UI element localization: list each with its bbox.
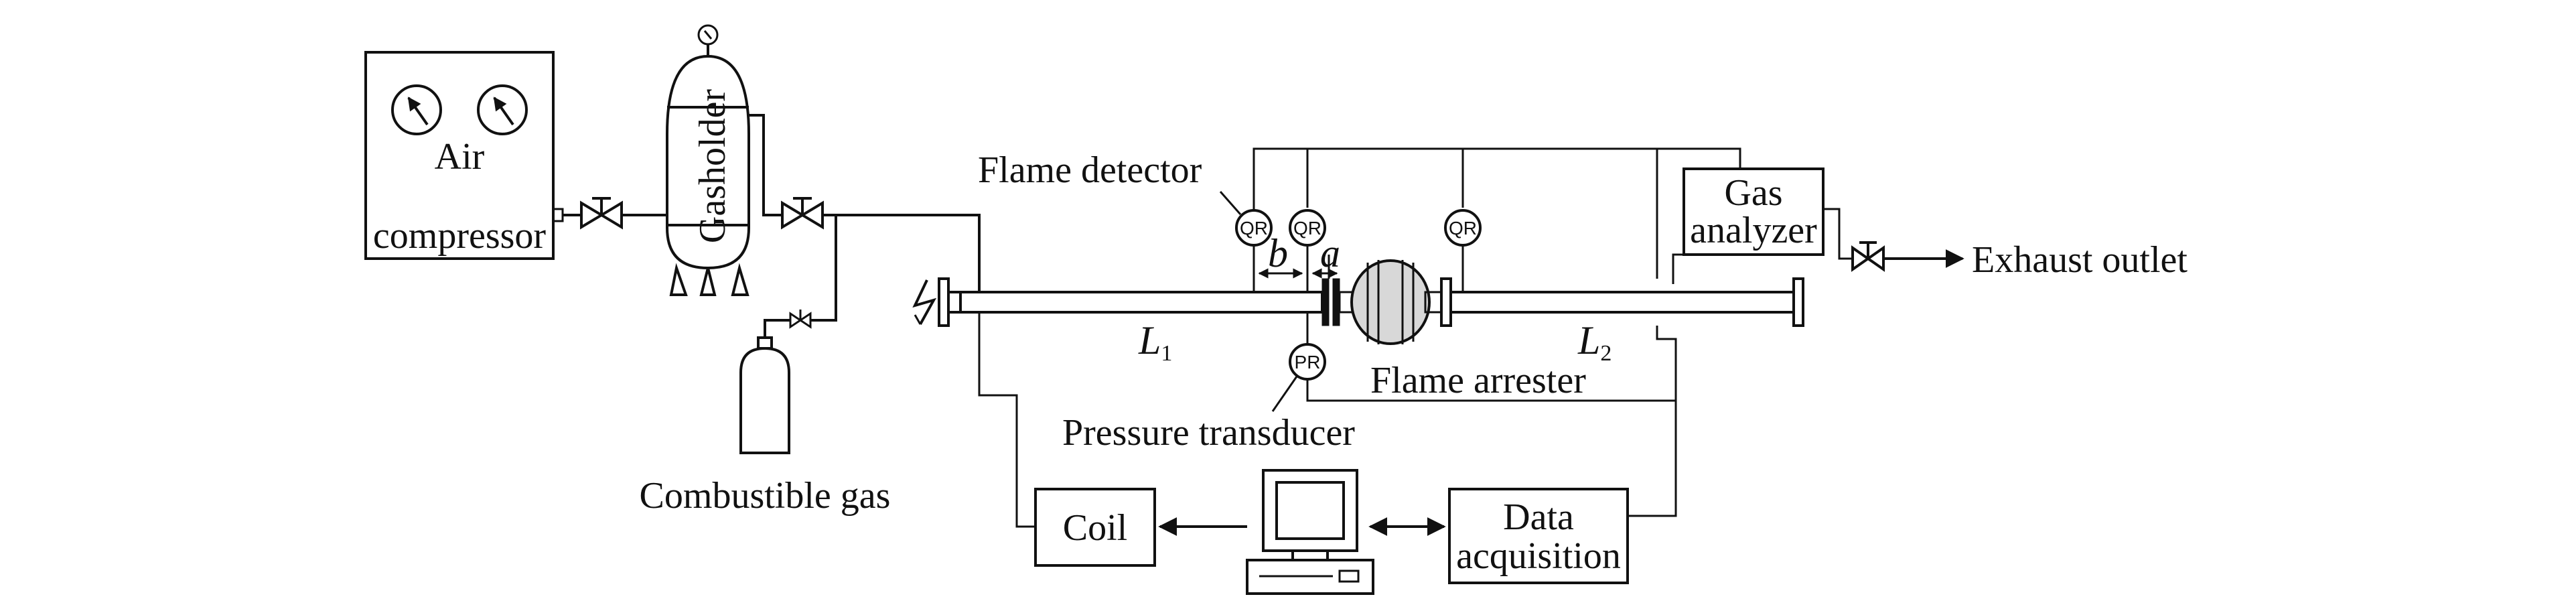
gasholder-label: Gasholder [692,89,733,244]
tube-length-l1: L1 [1138,318,1172,366]
pressure-transducer-sensor: PR [1271,312,1326,412]
spacing-dimensions: b a [1258,231,1340,279]
flame-detector-2: QR [1289,209,1326,292]
coil-unit: Coil [1034,488,1156,567]
gas-analyzer: Gas analyzer [1683,167,1824,256]
tube-length-l2: L2 [1577,318,1612,366]
detonation-tube [938,259,1804,345]
flame-detector-leader [1219,191,1242,215]
data-acquisition: Data acquisition [1448,488,1629,584]
pressure-transducer-tag: PR [1295,352,1321,373]
data-acquisition-label-line1: Data [1503,496,1574,538]
dimension-a-label: a [1320,231,1340,275]
pressure-gauge-icon [697,24,719,56]
valve-icon [789,310,812,329]
exhaust-outlet-label: Exhaust outlet [1972,239,2188,281]
valve-icon [781,197,824,230]
valve-icon [580,197,623,230]
ignition-spark-icon [912,279,937,325]
instrument-wiring [978,147,1741,528]
valve-icon [1851,241,1885,272]
exhaust-line: Exhaust outlet [1672,208,2188,284]
dimension-b-label: b [1268,231,1288,275]
gas-analyzer-label-line1: Gas [1724,172,1782,214]
l2-subscript: 2 [1600,341,1612,366]
gas-mixture-line [749,114,981,322]
computer-icon [1246,469,1374,595]
flame-detector-1: QR [1235,209,1273,292]
gas-analyzer-label-line2: analyzer [1690,210,1817,251]
pressure-gauge-icon [477,84,528,135]
combustible-gas-label: Combustible gas [640,475,891,517]
air-supply-line [552,197,667,230]
air-compressor: Air compressor [364,51,555,260]
flame-detector-3: QR [1444,209,1482,292]
flame-arrester-label: Flame arrester [1370,360,1586,401]
l2-symbol: L [1577,318,1600,362]
pressure-gauge-icon [391,84,442,135]
gasholder: Gasholder [666,24,750,296]
l1-subscript: 1 [1161,341,1172,366]
l1-symbol: L [1138,318,1161,362]
flame-arrester [1338,259,1443,345]
coil-label: Coil [1063,507,1127,549]
combustible-gas-cylinder: Combustible gas [640,310,891,517]
air-compressor-label-line2: compressor [373,215,547,257]
pressure-transducer-label: Pressure transducer [1062,412,1355,454]
flame-detector-3-tag: QR [1449,218,1477,239]
flame-detector-2-tag: QR [1293,218,1321,239]
flame-detector-label: Flame detector [978,149,1202,191]
air-compressor-label-line1: Air [435,136,485,178]
flame-detector-1-tag: QR [1240,218,1268,239]
data-acquisition-label-line2: acquisition [1456,535,1621,577]
